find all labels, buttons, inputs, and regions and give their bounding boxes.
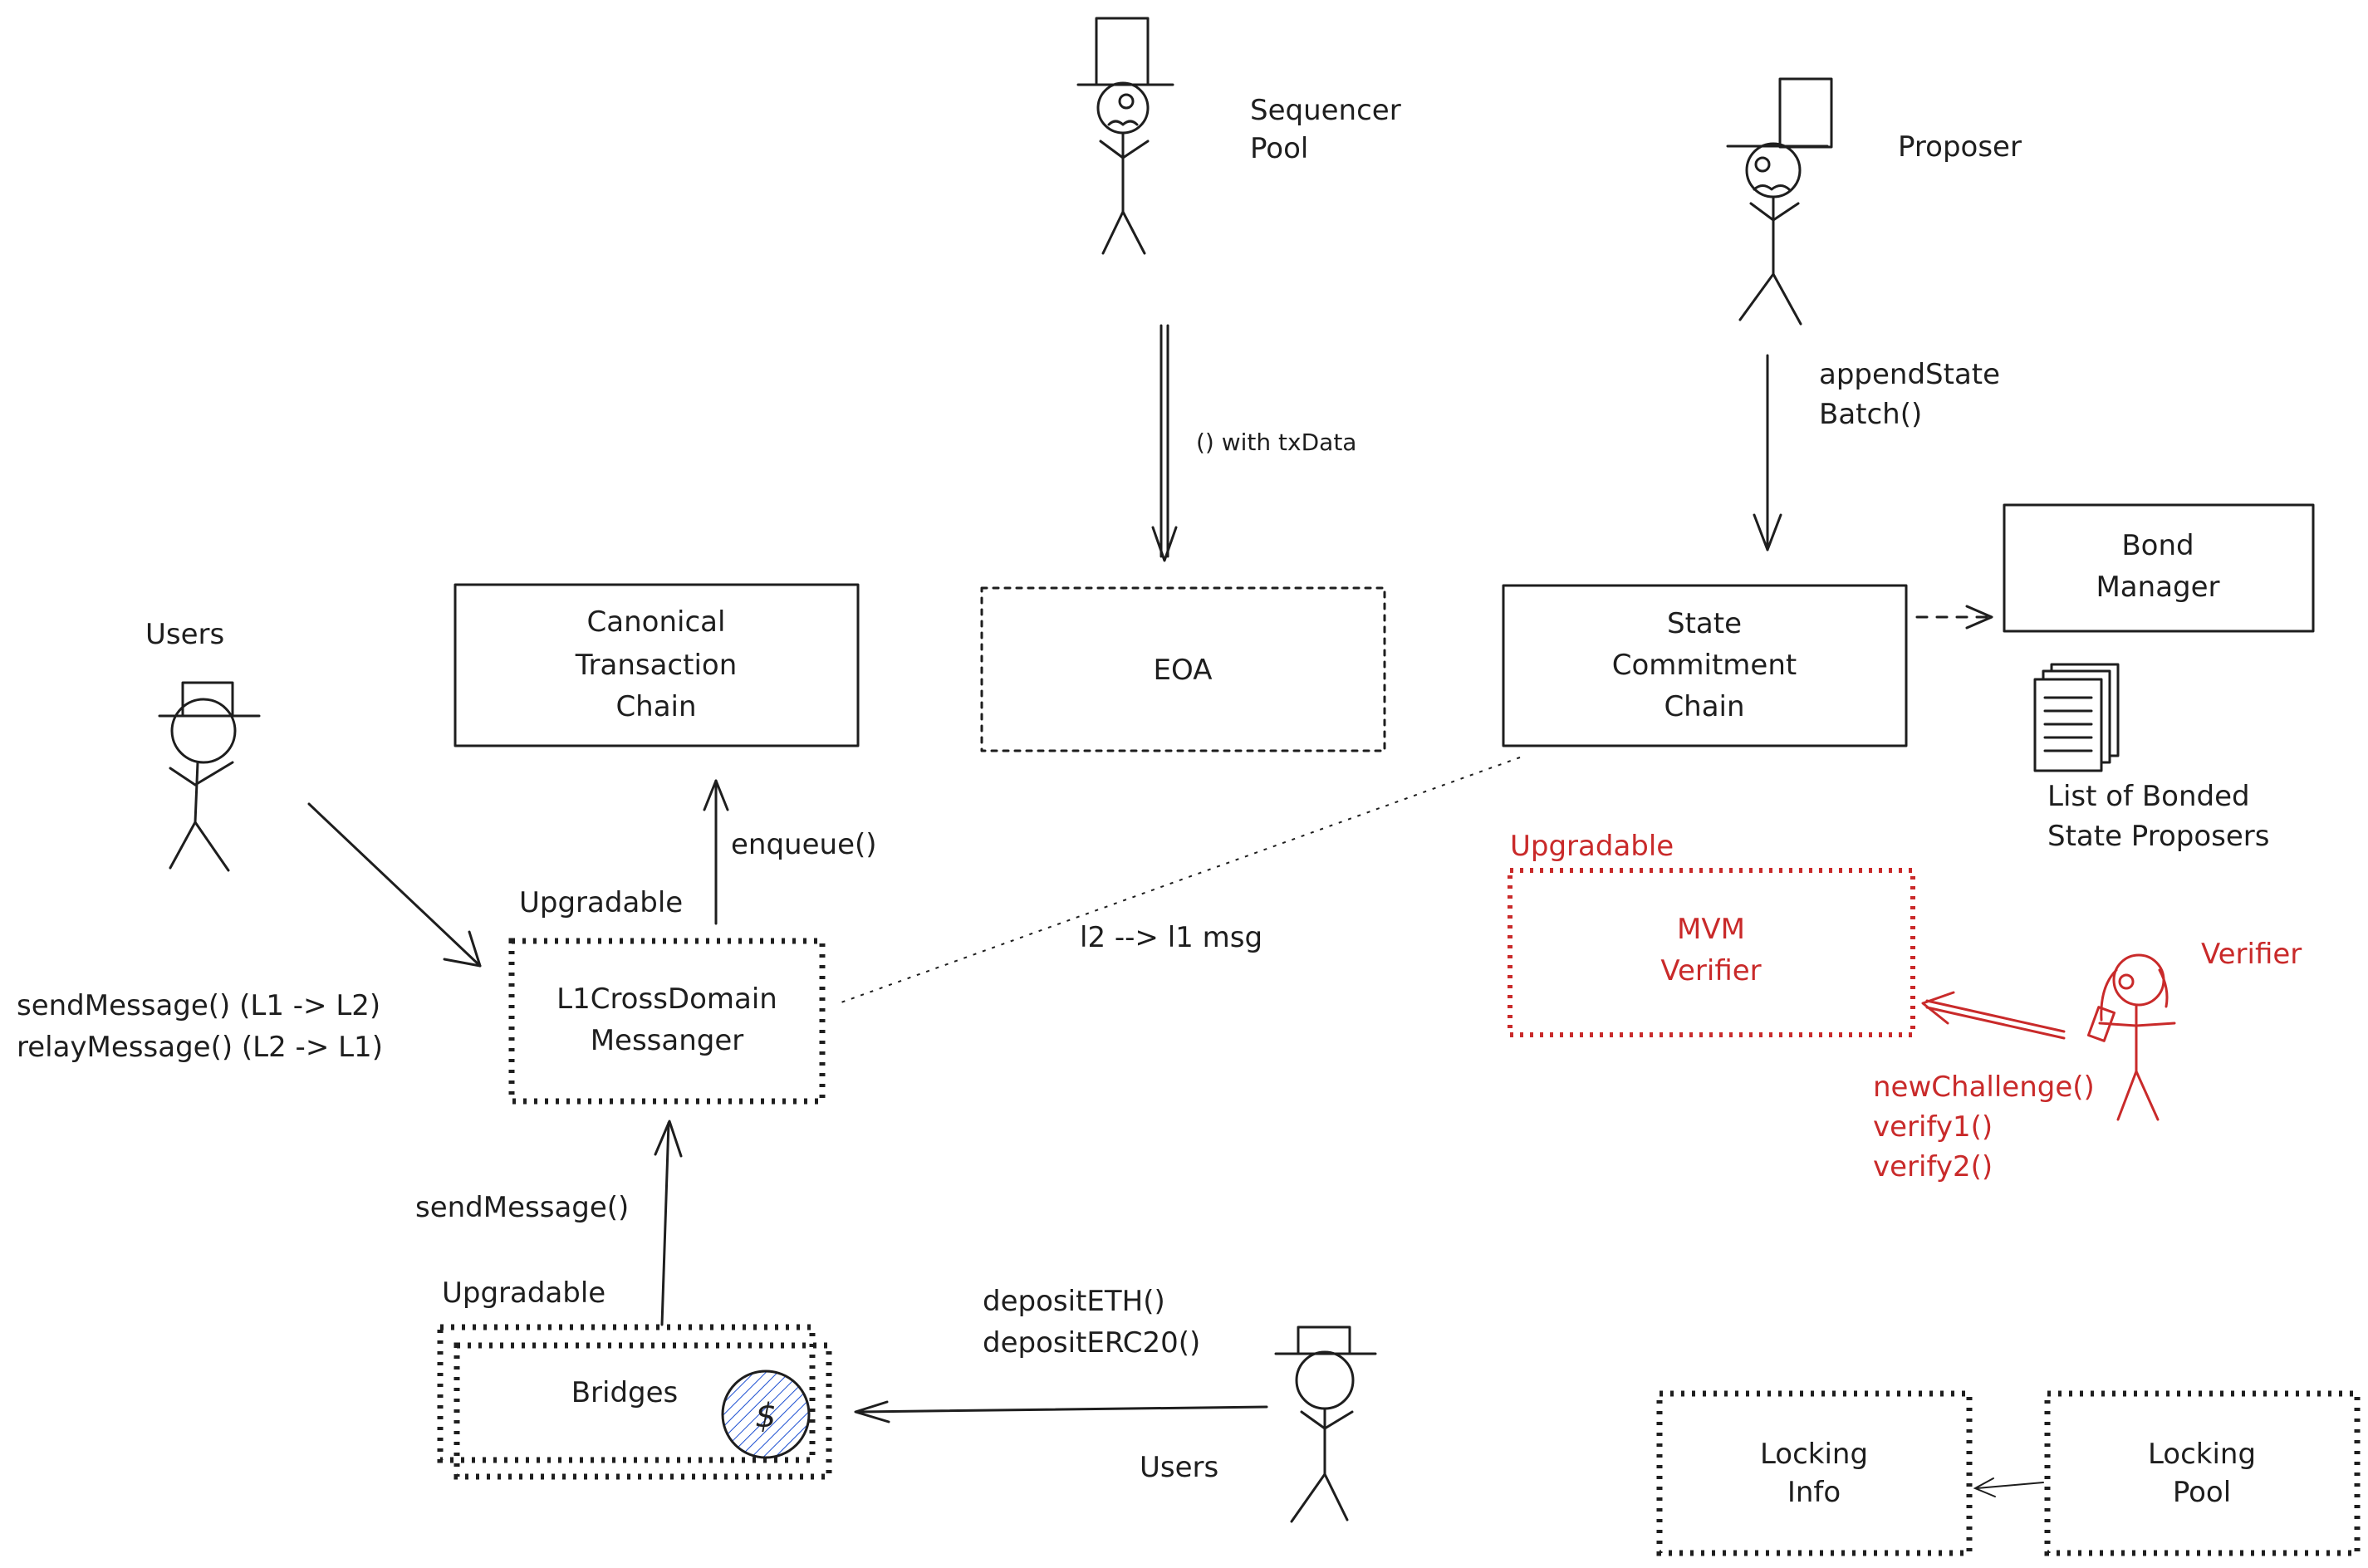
user-bottom-figure-icon	[1274, 1325, 1377, 1523]
canonical-transaction-chain-box: Canonical Transaction Chain	[453, 583, 860, 747]
verifier-to-mvm-arrow	[1921, 991, 2066, 1040]
scc-line2: Commitment	[1612, 649, 1797, 682]
scc-to-l1cdm-dotted-line	[838, 757, 1521, 1004]
sequencer-figure-icon	[1076, 17, 1174, 255]
proposer-to-scc-arrow	[1753, 354, 1782, 551]
bond-manager-box: Bond Manager	[2003, 503, 2315, 633]
mvm-line1: MVM	[1677, 913, 1745, 946]
locking-pool-line2: Pool	[2173, 1476, 2231, 1509]
users-left-label: Users	[145, 618, 224, 651]
deposit-eth-label: depositETH()	[983, 1285, 1165, 1318]
ctc-line1: Canonical	[587, 605, 726, 639]
proposer-label: Proposer	[1898, 130, 2022, 164]
proposer-figure-icon	[1726, 77, 1833, 326]
locking-pool-line1: Locking	[2148, 1438, 2256, 1471]
bonded-list-line1: List of Bonded	[2047, 780, 2250, 813]
scc-to-bond-arrow	[1915, 605, 1993, 630]
l1cdm-line2: Messanger	[591, 1024, 744, 1057]
mvm-verifier-box: MVM Verifier	[1508, 868, 1915, 1037]
eoa-box: EOA	[980, 586, 1386, 752]
upgradable-mvm-label: Upgradable	[1510, 830, 1674, 863]
document-stack-icon	[2033, 663, 2120, 772]
l1cdm-to-ctc-arrow	[703, 779, 729, 925]
enqueue-label: enqueue()	[731, 828, 877, 861]
l1-cross-domain-messanger-box: L1CrossDomain Messanger	[508, 938, 826, 1105]
ctc-line2: Transaction	[575, 649, 738, 682]
append-state-line2: Batch()	[1819, 398, 1922, 431]
eoa-label: EOA	[1154, 654, 1213, 687]
dollar-sign: $	[755, 1397, 776, 1435]
locking-pool-box: Locking Pool	[2044, 1390, 2361, 1556]
verify2-label: verify2()	[1873, 1150, 1993, 1183]
mvm-line2: Verifier	[1660, 954, 1761, 987]
l1cdm-line1: L1CrossDomain	[556, 982, 777, 1016]
bridges-label: Bridges	[571, 1376, 679, 1409]
upgradable-bridges-label: Upgradable	[442, 1276, 605, 1310]
sequencer-label-line2: Pool	[1250, 132, 1308, 165]
send-relay-line2: relayMessage() (L2 -> L1)	[17, 1031, 383, 1064]
bond-line2: Manager	[2096, 571, 2219, 604]
users-bottom-label: Users	[1140, 1451, 1218, 1484]
users-to-bridges-arrow	[854, 1400, 1268, 1423]
append-state-line1: appendState	[1819, 358, 2000, 391]
bridges-box: Bridges	[437, 1324, 832, 1480]
verify1-label: verify1()	[1873, 1110, 1993, 1144]
locking-info-line1: Locking	[1760, 1438, 1868, 1471]
send-message-label: sendMessage()	[415, 1191, 629, 1224]
ctc-line3: Chain	[615, 690, 696, 723]
dollar-coin-icon: $	[721, 1370, 811, 1459]
bridges-to-l1cdm-arrow	[654, 1120, 683, 1326]
verifier-figure-icon	[2086, 953, 2176, 1121]
user-left-figure-icon	[158, 681, 261, 872]
verifier-label: Verifier	[2201, 938, 2302, 971]
state-commitment-chain-box: State Commitment Chain	[1502, 584, 1908, 747]
l2-l1-msg-label: l2 --> l1 msg	[1080, 921, 1262, 954]
sequencer-label-line1: Sequencer	[1250, 94, 1401, 127]
locking-info-line2: Info	[1787, 1476, 1841, 1509]
deposit-erc20-label: depositERC20()	[983, 1326, 1200, 1360]
locking-pool-to-info-arrow	[1973, 1477, 2044, 1497]
with-txdata-label: () with txData	[1196, 429, 1356, 456]
upgradable-l1cdm-label: Upgradable	[519, 886, 683, 919]
locking-info-box: Locking Info	[1656, 1390, 1973, 1556]
scc-line1: State	[1667, 607, 1742, 640]
sequencer-to-eoa-arrow	[1151, 324, 1178, 562]
bond-line1: Bond	[2121, 529, 2194, 562]
new-challenge-label: newChallenge()	[1873, 1071, 2095, 1104]
scc-line3: Chain	[1664, 690, 1744, 723]
send-relay-line1: sendMessage() (L1 -> L2)	[17, 989, 380, 1022]
users-to-l1cdm-arrow	[307, 802, 482, 968]
bonded-list-line2: State Proposers	[2047, 820, 2269, 853]
